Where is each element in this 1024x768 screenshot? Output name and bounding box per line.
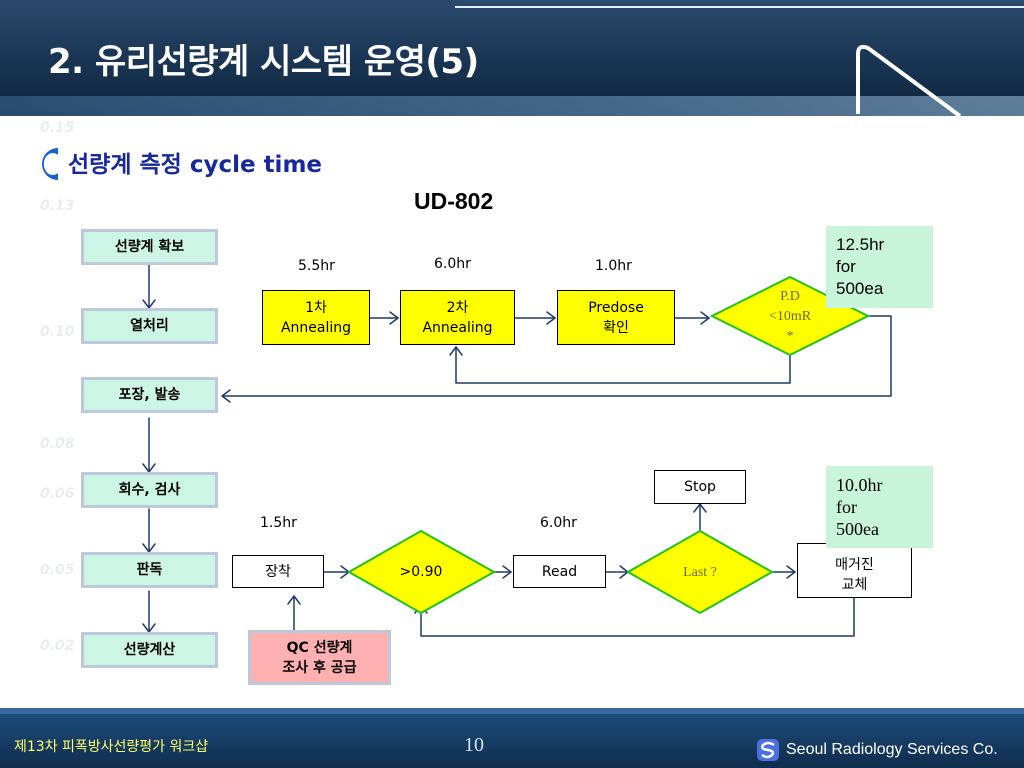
threshold-decision-diamond [346, 529, 497, 615]
slide-title: 2. 유리선량계 시스템 운영(5) [48, 42, 479, 82]
footer-workshop-name: 제13차 피폭방사선량평가 워크샵 [14, 739, 209, 755]
step-dose-calculation: 선량계산 [81, 632, 218, 668]
bottom-cycle-note: 10.0hr for 500ea [826, 466, 933, 548]
watermark-label: 0.15 [40, 120, 75, 136]
step-readout: 판독 [81, 552, 218, 588]
threshold-decision-label: >0.90 [399, 564, 443, 580]
step-heat-treatment: 열처리 [81, 308, 218, 344]
watermark-label: 0.05 [40, 562, 75, 578]
predose-time: 1.0hr [595, 258, 632, 274]
step-pack-ship: 포장, 발송 [81, 377, 218, 413]
company-logo-icon [757, 739, 779, 761]
read-box: Read [513, 555, 606, 588]
page-number: 10 [464, 734, 484, 756]
title-bar: 2. 유리선량계 시스템 운영(5) [0, 0, 1024, 116]
pd-decision-label: P.D <10mR * [768, 289, 812, 344]
read-time: 6.0hr [540, 515, 577, 531]
section-heading: 선량계 측정 cycle time [68, 152, 323, 178]
watermark-label: 0.13 [40, 198, 75, 214]
top-cycle-note: 12.5hr for 500ea [826, 226, 933, 308]
anneal-1-time: 5.5hr [298, 258, 335, 274]
mount-box: 장착 [232, 555, 324, 588]
section-bullet-icon [42, 148, 58, 180]
watermark-label: 0.08 [40, 436, 75, 452]
magazine-replace-box: 매거진 교체 [797, 543, 912, 598]
stop-box: Stop [654, 470, 746, 504]
header-decoration [856, 44, 962, 116]
header-stripe [0, 96, 1024, 116]
header-line [455, 6, 1024, 8]
footer-bar: 제13차 피폭방사선량평가 워크샵 10 Seoul Radiology Ser… [0, 708, 1024, 768]
anneal-2-time: 6.0hr [434, 256, 471, 272]
predose-check-box: Predose 확인 [557, 290, 675, 345]
watermark-label: 0.10 [40, 324, 75, 340]
last-decision-diamond [625, 529, 775, 615]
company-name: Seoul Radiology Services Co. [786, 741, 998, 758]
footer-stripe [0, 708, 1024, 714]
qc-dosimeter-supply-box: QC 선량계 조사 후 공급 [248, 630, 391, 685]
mount-time: 1.5hr [260, 515, 297, 531]
step-collect-inspect: 회수, 검사 [81, 472, 218, 508]
step-dosimeter-acquire: 선량계 확보 [81, 229, 218, 265]
anneal-1-box: 1차 Annealing [262, 290, 370, 345]
last-decision-label: Last ? [683, 565, 717, 580]
model-title: UD-802 [414, 188, 494, 214]
watermark-label: 0.06 [40, 486, 75, 502]
anneal-2-box: 2차 Annealing [400, 290, 515, 345]
watermark-label: 0.02 [40, 638, 75, 654]
